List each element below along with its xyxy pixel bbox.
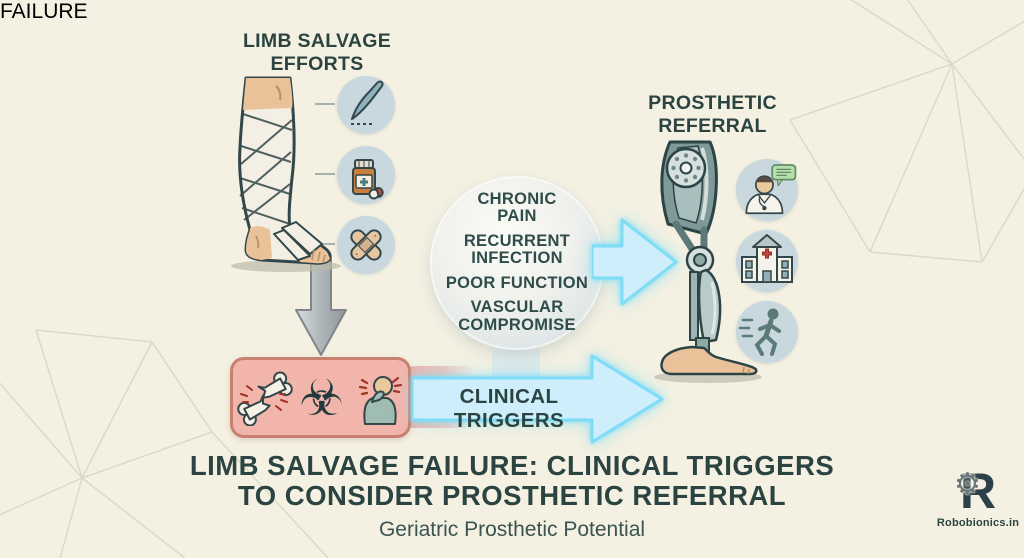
bandage-icon — [350, 229, 382, 261]
footer-subtitle: Geriatric Prosthetic Potential — [378, 518, 646, 541]
prosthetic-referral-heading: PROSTHETIC REFERRAL — [625, 92, 800, 137]
prosthetic-leg-illustration — [654, 140, 762, 383]
brand-logo: R ⚙ Robobionics.in — [933, 462, 1023, 529]
limb-salvage-heading-line1: LIMB SALVAGE — [242, 30, 392, 52]
gear-icon: ⚙ — [954, 467, 981, 502]
clinical-triggers-label: CLINICAL TRIGGERS — [453, 385, 565, 432]
walking-person-icon — [738, 308, 781, 356]
scalpel-icon — [351, 80, 384, 125]
failure-box: ☣ — [230, 357, 411, 438]
hospital-icon — [741, 234, 793, 283]
failure-label: FAILURE — [0, 0, 88, 23]
clinical-triggers-list: CHRONIC PAIN RECURRENT INFECTION POOR FU… — [438, 190, 596, 334]
medication-icon-circle — [337, 146, 395, 204]
pain-person-icon — [358, 375, 403, 425]
biohazard-icon: ☣ — [299, 368, 344, 427]
trigger-chronic-pain: CHRONIC PAIN — [477, 190, 557, 226]
clinical-triggers-bubble — [430, 176, 604, 350]
limb-salvage-heading: LIMB SALVAGE EFFORTS — [222, 30, 412, 75]
hospital-icon-circle — [736, 230, 798, 292]
limb-salvage-heading-line2: EFFORTS — [270, 52, 364, 75]
connector-tick — [315, 243, 335, 245]
connector-tick — [315, 103, 335, 105]
trigger-vascular-compromise: VASCULAR COMPROMISE — [458, 298, 576, 334]
doctor-consultation-icon — [745, 164, 797, 215]
bandaged-leg-illustration — [231, 76, 341, 272]
prosthetic-referral-heading-line2: REFERRAL — [658, 114, 767, 137]
failure-down-arrow — [295, 258, 347, 356]
brand-name: Robobionics.in — [936, 517, 1020, 529]
trigger-recurrent-infection: RECURRENT INFECTION — [463, 231, 571, 268]
footer-title-line1: LIMB SALVAGE FAILURE: CLINICAL TRIGGERS — [189, 450, 835, 481]
broken-bone-icon — [237, 370, 293, 426]
footer-title: LIMB SALVAGE FAILURE: CLINICAL TRIGGERS … — [90, 450, 934, 512]
medication-icon — [352, 159, 384, 200]
doctor-consultation-icon-circle — [736, 159, 798, 221]
clinical-triggers-arrow — [412, 354, 664, 444]
prosthetic-referral-heading-line1: PROSTHETIC — [648, 92, 777, 114]
footer-title-line2: TO CONSIDER PROSTHETIC REFERRAL — [237, 480, 787, 512]
logo-letter: R — [959, 463, 997, 519]
connector-tick — [315, 173, 335, 175]
trigger-poor-function: POOR FUNCTION — [445, 273, 589, 292]
logo-mark: R ⚙ — [933, 462, 1023, 520]
bandage-icon-circle — [337, 216, 395, 274]
referral-top-arrow — [592, 218, 678, 306]
mobility-icon-circle — [736, 301, 798, 363]
surgery-icon-circle — [337, 76, 395, 134]
